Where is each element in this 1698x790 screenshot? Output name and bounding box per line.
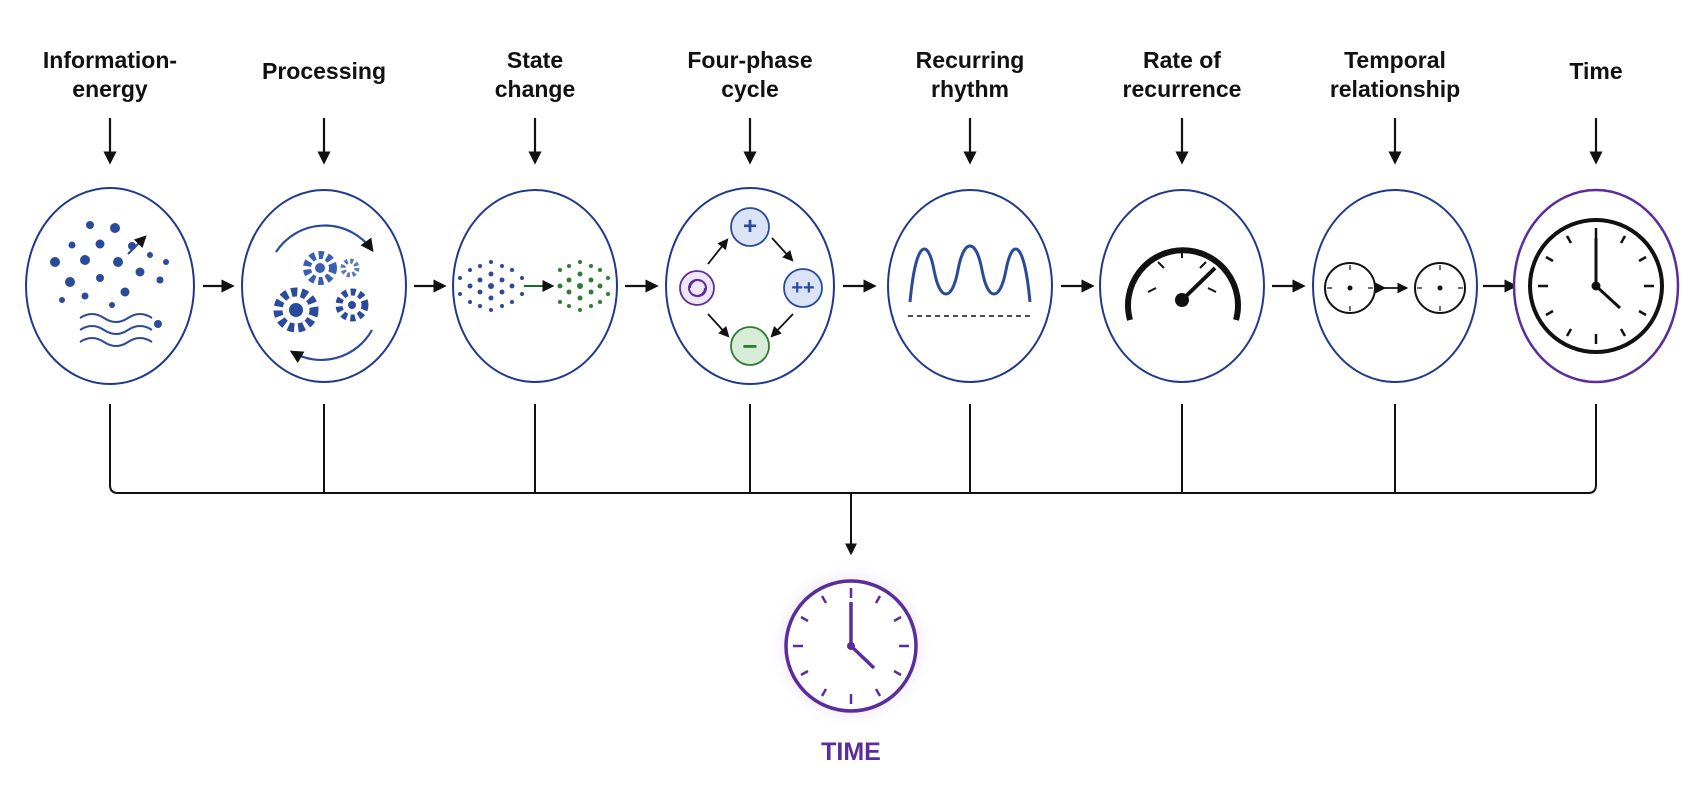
stage-circles [25, 187, 1680, 385]
bracket-connector [109, 404, 1597, 556]
dispersion-icon [458, 260, 610, 312]
cycle-symbol-plus: + [742, 213, 757, 240]
stage-label-8: Time [1569, 58, 1623, 84]
clock-icon [1528, 218, 1664, 354]
stage-label-4: Four-phase cycle [687, 47, 813, 102]
phase-cycle-node [679, 270, 715, 306]
phase-plus-node [730, 207, 770, 247]
stage-circle-5 [887, 189, 1053, 383]
cycle-symbol-minus: − [742, 331, 758, 361]
stage-label-7: Temporal relationship [1329, 47, 1461, 102]
stage-label-3: State change [494, 47, 576, 102]
gauge-icon [1125, 247, 1241, 321]
stage-label-2: Processing [262, 58, 386, 84]
result-clock-icon [767, 562, 935, 730]
label-arrows [103, 118, 1603, 165]
stage-circle-7 [1312, 189, 1478, 383]
cycle-symbol-double-plus: ++ [791, 277, 815, 299]
stage-circle-1 [25, 187, 195, 385]
stage-circle-4 [665, 187, 835, 385]
stage-label-6: Rate of recurrence [1122, 47, 1242, 102]
sine-wave-icon [908, 244, 1032, 317]
stage-label-5: Recurring rhythm [915, 47, 1025, 102]
particles-waves-icon [50, 221, 169, 328]
phase-minus-node [730, 326, 770, 366]
wave-lines [79, 235, 153, 347]
four-phase-cycle-icon [679, 207, 823, 366]
result-label: TIME [821, 738, 881, 766]
stage-circle-6 [1099, 189, 1265, 383]
stage-label-1: Information- energy [42, 47, 178, 102]
gears-icon [273, 224, 374, 364]
stage-circle-2 [241, 189, 407, 383]
paired-clocks-icon [1324, 262, 1466, 314]
phase-double-plus-node [783, 268, 823, 308]
